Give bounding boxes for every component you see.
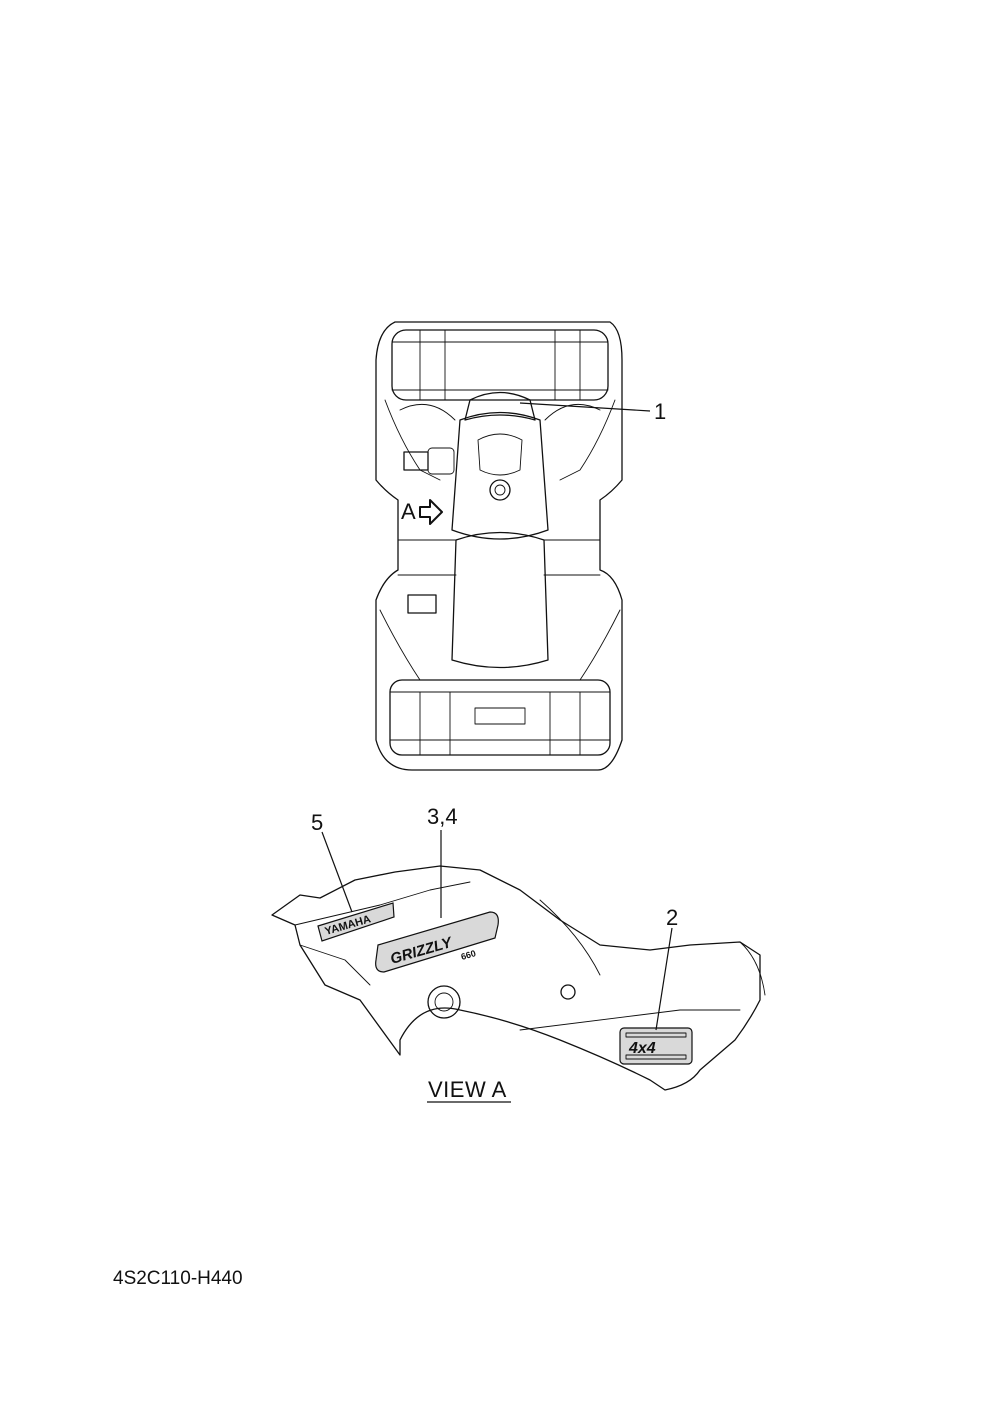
fuel-tank: [451, 411, 549, 540]
view-title: VIEW A: [428, 1077, 507, 1102]
decal-4x4: 4x4: [619, 1027, 693, 1065]
front-rack: [391, 329, 609, 401]
atv-top-view: A 1: [375, 321, 666, 771]
decal-yamaha: YAMAHA: [317, 902, 395, 942]
decal-grizzly: GRIZZLY 660: [375, 911, 499, 973]
callout-1-leader: [519, 402, 651, 412]
callout-2-leader: [655, 927, 673, 1031]
callout-3-4-label: 3,4: [427, 804, 458, 829]
view-a-side: YAMAHA GRIZZLY 660 4x4 5 3,4 2: [271, 804, 766, 1091]
view-arrow-icon: [419, 499, 443, 525]
reflector: [427, 985, 461, 1019]
decal-grizzly-model-text: 660: [460, 948, 477, 962]
handlebar-pod: [464, 391, 536, 421]
rear-rack: [389, 679, 611, 756]
decal-4x4-text: 4x4: [628, 1040, 656, 1057]
drawing-code: 4S2C110-H440: [113, 1268, 243, 1289]
seat: [451, 531, 549, 669]
callout-2-label: 2: [666, 905, 678, 930]
view-arrow-label: A: [401, 499, 416, 524]
rear-fender: [271, 865, 761, 1091]
atv-body-outline: [375, 321, 623, 771]
callout-5-leader: [321, 831, 353, 913]
callout-1-label: 1: [654, 399, 666, 424]
callout-5-label: 5: [311, 810, 323, 835]
